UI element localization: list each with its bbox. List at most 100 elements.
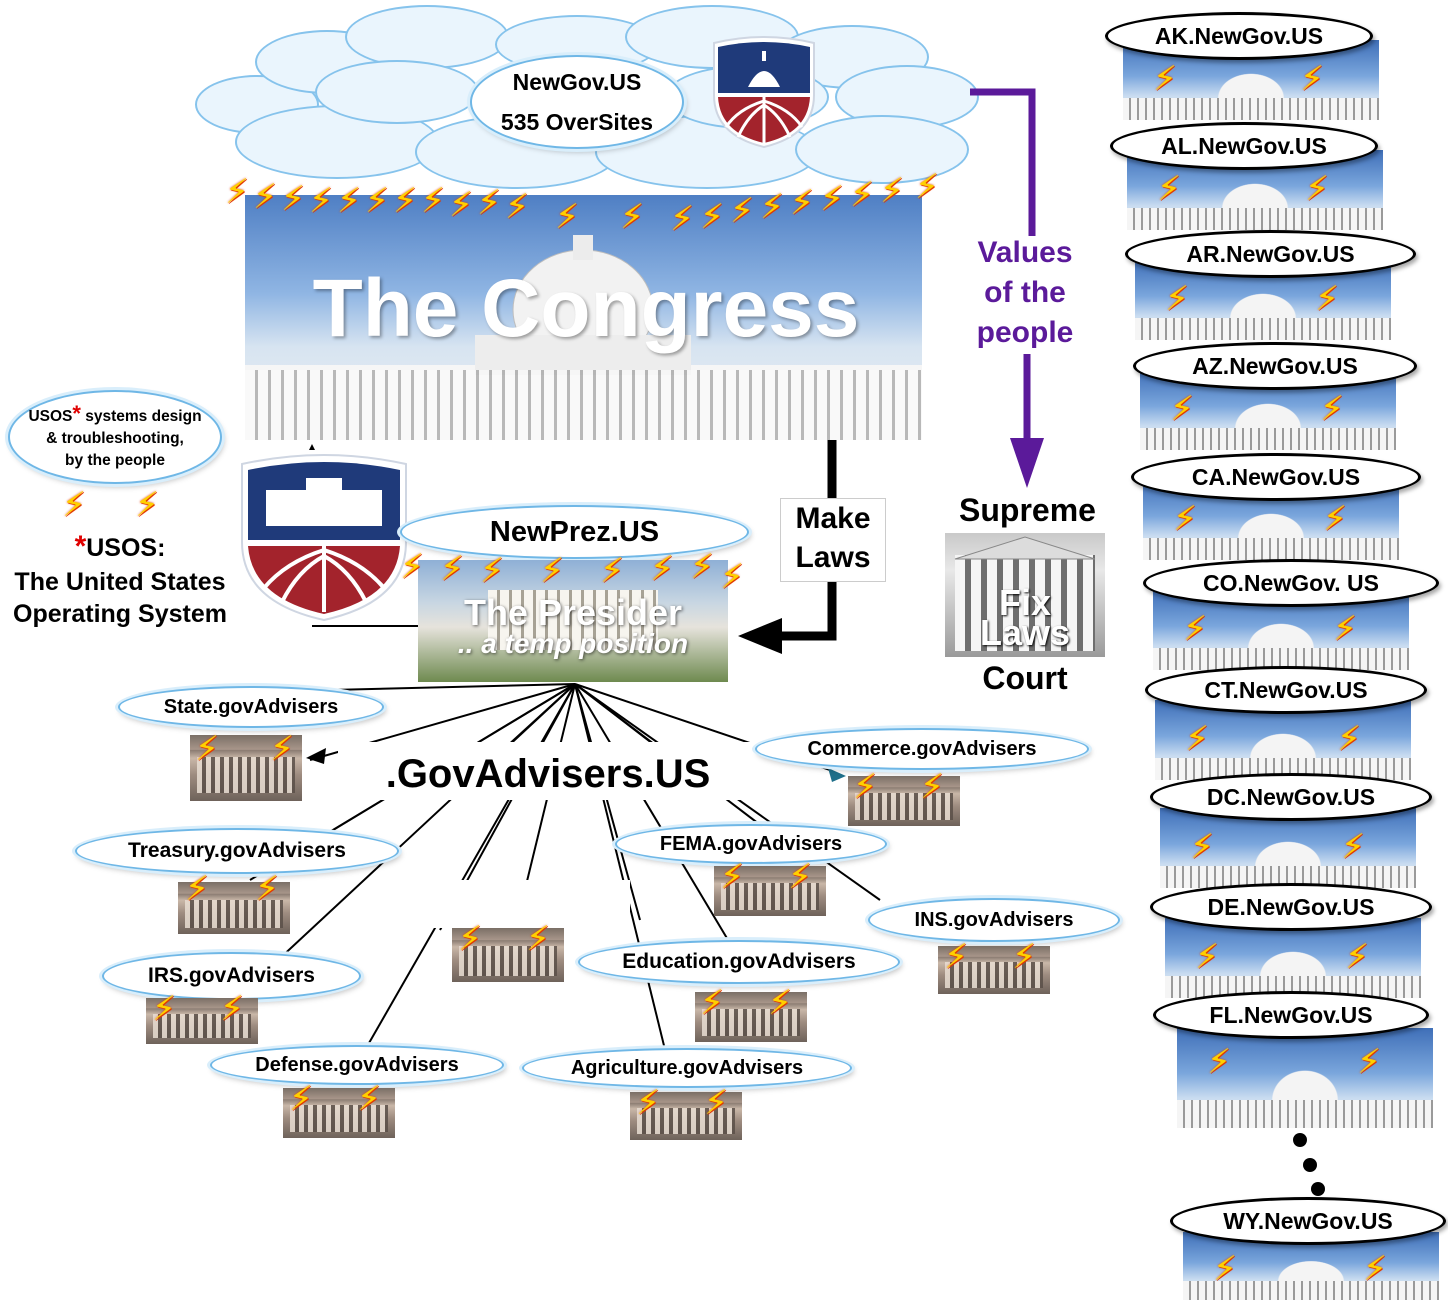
lightning-icon: ⚡ [1323, 500, 1347, 538]
lightning-icon: ⚡ [700, 984, 724, 1022]
lightning-icon: ⚡ [421, 182, 445, 220]
make-laws-line1: Make [795, 502, 871, 535]
lightning-icon: ⚡ [1345, 938, 1369, 976]
values-line1: Values [977, 236, 1073, 269]
state-cloud-az: AZ.NewGov.US [1133, 342, 1417, 390]
irs-advisers-building [146, 998, 258, 1044]
lightning-icon: ⚡ [1315, 280, 1339, 318]
presider-lightning-row: ⚡ ⚡ ⚡ ⚡ ⚡ ⚡ ⚡ ⚡ [400, 550, 760, 610]
lightning-icon: ⚡ [880, 172, 904, 210]
lightning-icon: ⚡ [480, 552, 504, 590]
congress-lightning-row: ⚡ ⚡ ⚡ ⚡ ⚡ ⚡ ⚡ ⚡ ⚡ ⚡ ⚡ ⚡ ⚡ ⚡ ⚡ ⚡ ⚡ ⚡ ⚡ ⚡ … [225, 170, 955, 240]
supreme-bottom-label: Court [982, 660, 1068, 696]
state-cloud-ak: AK.NewGov.US [1105, 12, 1373, 60]
lightning-icon: ⚡ [1190, 828, 1214, 866]
supreme-court-photo [945, 533, 1105, 657]
commerce-advisers-building [848, 776, 960, 826]
make-laws-label: Make Laws [780, 498, 886, 582]
state-cloud-wy: WY.NewGov.US [1170, 1197, 1446, 1245]
lightning-icon: ⚡ [225, 173, 249, 211]
lightning-icon: ⚡ [1165, 280, 1189, 318]
lightning-icon: ⚡ [1357, 1043, 1381, 1081]
lightning-icon: ⚡ [760, 188, 784, 226]
lightning-icon: ⚡ [620, 198, 644, 236]
lightning-icon: ⚡ [526, 920, 550, 958]
lightning-icon: ⚡ [289, 1080, 313, 1118]
lightning-icon: ⚡ [790, 184, 814, 222]
lightning-icon: ⚡ [915, 168, 939, 206]
usos-cloud-line1: USOS* systems design [28, 402, 202, 428]
lightning-icon: ⚡ [255, 870, 279, 908]
lightning-icon: ⚡ [1300, 60, 1324, 98]
state-cloud-ca: CA.NewGov.US [1131, 453, 1421, 501]
agriculture-advisers-label: Agriculture.govAdvisers [570, 1056, 804, 1079]
state-label: AZ.NewGov.US [1192, 352, 1358, 379]
state-cloud-dc: DC.NewGov.US [1150, 773, 1432, 821]
lightning-icon: ⚡ [1195, 938, 1219, 976]
congress-columns [245, 370, 922, 440]
usos-definition: *USOS: The United States Operating Syste… [0, 530, 240, 630]
lightning-icon: ⚡ [135, 486, 159, 524]
lightning-icon: ⚡ [704, 1084, 728, 1122]
unlabeled-advisers-building [452, 928, 564, 982]
lightning-icon: ⚡ [850, 176, 874, 214]
lightning-icon: ⚡ [1333, 610, 1357, 648]
lightning-icon: ⚡ [1341, 828, 1365, 866]
lightning-icon: ⚡ [365, 182, 389, 220]
congress-title: The Congress [312, 263, 860, 354]
state-advisers-label: State.govAdvisers [163, 695, 339, 718]
lightning-icon: ⚡ [281, 180, 305, 218]
lightning-icon: ⚡ [690, 548, 714, 586]
state-advisers-building [190, 735, 302, 801]
state-cloud-al: AL.NewGov.US [1110, 122, 1378, 170]
lightning-icon: ⚡ [1183, 610, 1207, 648]
values-label: Values of the people [960, 236, 1090, 354]
make-laws-line2: Laws [795, 541, 871, 574]
state-label: FL.NewGov.US [1209, 1001, 1373, 1028]
lightning-icon: ⚡ [788, 858, 812, 896]
state-cloud-de: DE.NewGov.US [1150, 883, 1432, 931]
lightning-icon: ⚡ [1320, 390, 1344, 428]
lightning-icon: ⚡ [720, 558, 744, 596]
lightning-icon: ⚡ [1185, 720, 1209, 758]
lightning-icon: ⚡ [1305, 170, 1329, 208]
lightning-icon: ⚡ [195, 730, 219, 768]
usos-cloud: USOS* systems design & troubleshooting, … [8, 390, 222, 484]
lightning-icon: ⚡ [555, 198, 579, 236]
presider-photo [418, 560, 728, 682]
treasury-advisers-building [178, 882, 290, 934]
lightning-icon: ⚡ [670, 200, 694, 238]
advisers-white-mask [410, 880, 630, 928]
lightning-icon: ⚡ [1173, 500, 1197, 538]
supreme-fix-line1: Fix [998, 582, 1051, 623]
state-advisers-cloud: State.govAdvisers [118, 686, 384, 728]
usos-cloud-prefix: USOS [28, 407, 73, 425]
state-label: CA.NewGov.US [1191, 463, 1361, 490]
congress-cloud-line1: NewGov.US [512, 69, 642, 95]
lightning-icon: ⚡ [505, 188, 529, 226]
supreme-fix-line2: Laws [979, 612, 1071, 653]
state-label: AL.NewGov.US [1161, 132, 1327, 159]
treasury-advisers-cloud: Treasury.govAdvisers [75, 828, 399, 874]
lightning-icon: ⚡ [944, 938, 968, 976]
state-label: DE.NewGov.US [1207, 893, 1375, 920]
lightning-icon: ⚡ [730, 192, 754, 230]
lightning-icon: ⚡ [1337, 720, 1361, 758]
usos-def-asterisk: * [74, 530, 87, 563]
lightning-icon: ⚡ [1153, 60, 1177, 98]
congress-cloud-label: NewGov.US 535 OverSites [470, 55, 684, 149]
lightning-icon: ⚡ [309, 182, 333, 220]
lightning-icon: ⚡ [853, 768, 877, 806]
fema-advisers-label: FEMA.govAdvisers [659, 832, 843, 855]
congress-cloud-line2: 535 OverSites [500, 109, 654, 135]
usos-def-line3: Operating System [13, 600, 227, 628]
lightning-icon: ⚡ [720, 858, 744, 896]
presider-subtitle: .. a temp position [457, 628, 689, 659]
lightning-icon: ⚡ [540, 552, 564, 590]
state-cloud-co: CO.NewGov. US [1143, 559, 1439, 607]
usos-cloud-rest: systems design [80, 407, 202, 425]
treasury-advisers-label: Treasury.govAdvisers [128, 839, 346, 862]
state-label: AK.NewGov.US [1154, 22, 1324, 49]
congress-shield-logo [708, 35, 820, 150]
